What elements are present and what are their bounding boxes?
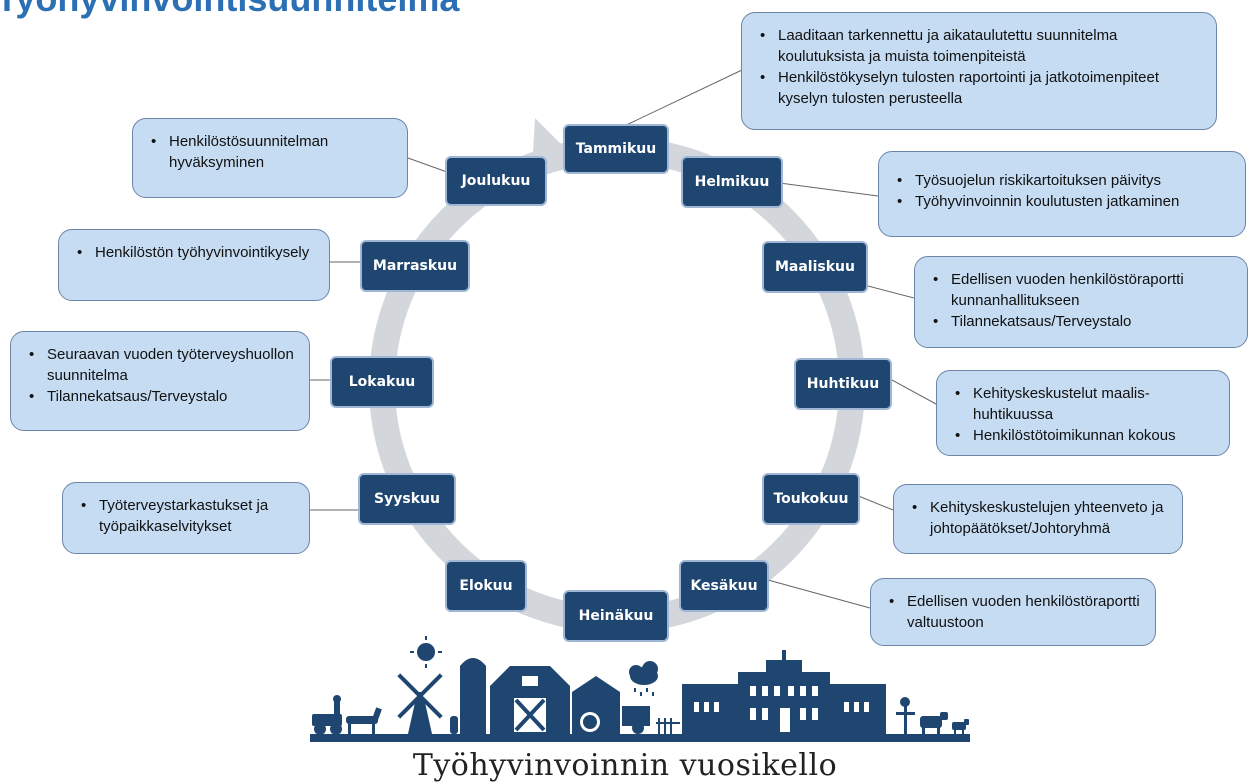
note-tammikuu: Laaditaan tarkennettu ja aikataulutettu … <box>741 12 1217 130</box>
month-kesakuu: Kesäkuu <box>679 560 769 612</box>
note-item: Henkilöstökyselyn tulosten raportointi j… <box>760 67 1202 109</box>
windmill-icon <box>397 673 443 734</box>
note-item: Työterveystarkastukset ja työpaikkaselvi… <box>81 495 295 537</box>
scarecrow-icon <box>896 697 915 734</box>
connector-lines <box>310 69 937 609</box>
note-lokakuu: Seuraavan vuoden työterveyshuollon suunn… <box>10 331 310 431</box>
footer-title: Työhyvinvoinnin vuosikello <box>412 748 838 783</box>
month-huhtikuu: Huhtikuu <box>794 358 892 410</box>
horse-cart-icon <box>312 695 382 735</box>
note-marraskuu: Henkilöstön työhyvinvointikysely <box>58 229 330 301</box>
note-item: Henkilöstön työhyvinvointikysely <box>77 242 315 263</box>
note-item: Tilannekatsaus/Terveystalo <box>29 386 295 407</box>
note-item: Laaditaan tarkennettu ja aikataulutettu … <box>760 25 1202 67</box>
month-elokuu: Elokuu <box>445 560 527 612</box>
note-helmikuu: Työsuojelun riskikartoituksen päivitys T… <box>878 151 1246 237</box>
note-item: Seuraavan vuoden työterveyshuollon suunn… <box>29 344 295 386</box>
page-title: Työhyvinvointisuunnitelma <box>0 0 459 20</box>
note-item: Henkilöstötoimikunnan kokous <box>955 425 1215 446</box>
note-item: Kehityskeskustelujen yhteenveto ja johto… <box>912 497 1168 539</box>
barn-icon <box>490 666 570 734</box>
tractor-icon <box>572 676 650 734</box>
month-marraskuu: Marraskuu <box>360 240 470 292</box>
month-joulukuu: Joulukuu <box>445 156 547 206</box>
month-maaliskuu: Maaliskuu <box>762 241 868 293</box>
note-item: Kehityskeskustelut maalis-huhtikuussa <box>955 383 1215 425</box>
ground-strip <box>310 734 970 742</box>
month-toukokuu: Toukokuu <box>762 473 860 525</box>
note-item: Tilannekatsaus/Terveystalo <box>933 311 1233 332</box>
note-toukokuu: Kehityskeskustelujen yhteenveto ja johto… <box>893 484 1183 554</box>
note-syyskuu: Työterveystarkastukset ja työpaikkaselvi… <box>62 482 310 554</box>
cow-icon <box>920 712 969 734</box>
note-maaliskuu: Edellisen vuoden henkilöstöraportti kunn… <box>914 256 1248 348</box>
month-tammikuu: Tammikuu <box>563 124 669 174</box>
manor-house-icon <box>682 650 886 734</box>
farm-illustration <box>310 636 970 742</box>
silo-icon <box>460 658 486 734</box>
note-item: Henkilöstösuunnitelman hyväksyminen <box>151 131 393 173</box>
note-item: Edellisen vuoden henkilöstöraportti kunn… <box>933 269 1233 311</box>
month-lokakuu: Lokakuu <box>330 356 434 408</box>
month-syyskuu: Syyskuu <box>358 473 456 525</box>
month-heinakuu: Heinäkuu <box>563 590 669 642</box>
rain-cloud-icon <box>629 661 658 696</box>
note-item: Työsuojelun riskikartoituksen päivitys <box>897 170 1231 191</box>
note-kesakuu: Edellisen vuoden henkilöstöraportti valt… <box>870 578 1156 646</box>
note-huhtikuu: Kehityskeskustelut maalis-huhtikuussa He… <box>936 370 1230 456</box>
sun-icon <box>410 636 442 668</box>
note-item: Työhyvinvoinnin koulutusten jatkaminen <box>897 191 1231 212</box>
month-helmikuu: Helmikuu <box>681 156 783 208</box>
note-item: Edellisen vuoden henkilöstöraportti valt… <box>889 591 1141 633</box>
note-joulukuu: Henkilöstösuunnitelman hyväksyminen <box>132 118 408 198</box>
